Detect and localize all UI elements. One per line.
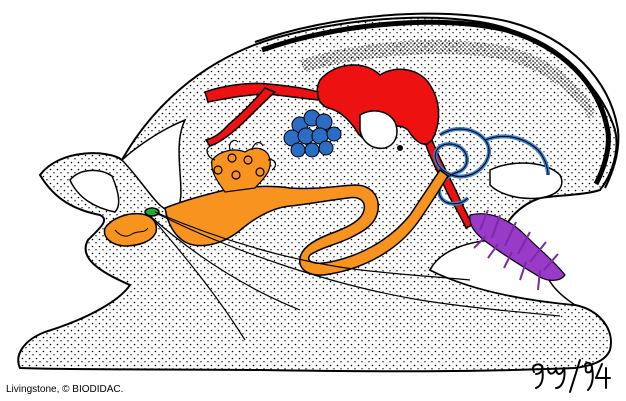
signature-mark <box>528 358 618 394</box>
credit-text: Livingstone, © BIODIDAC. <box>6 384 123 395</box>
right-pouch <box>490 163 562 198</box>
green-ring <box>145 208 159 216</box>
pore <box>397 145 403 151</box>
white-pouch <box>360 111 397 148</box>
